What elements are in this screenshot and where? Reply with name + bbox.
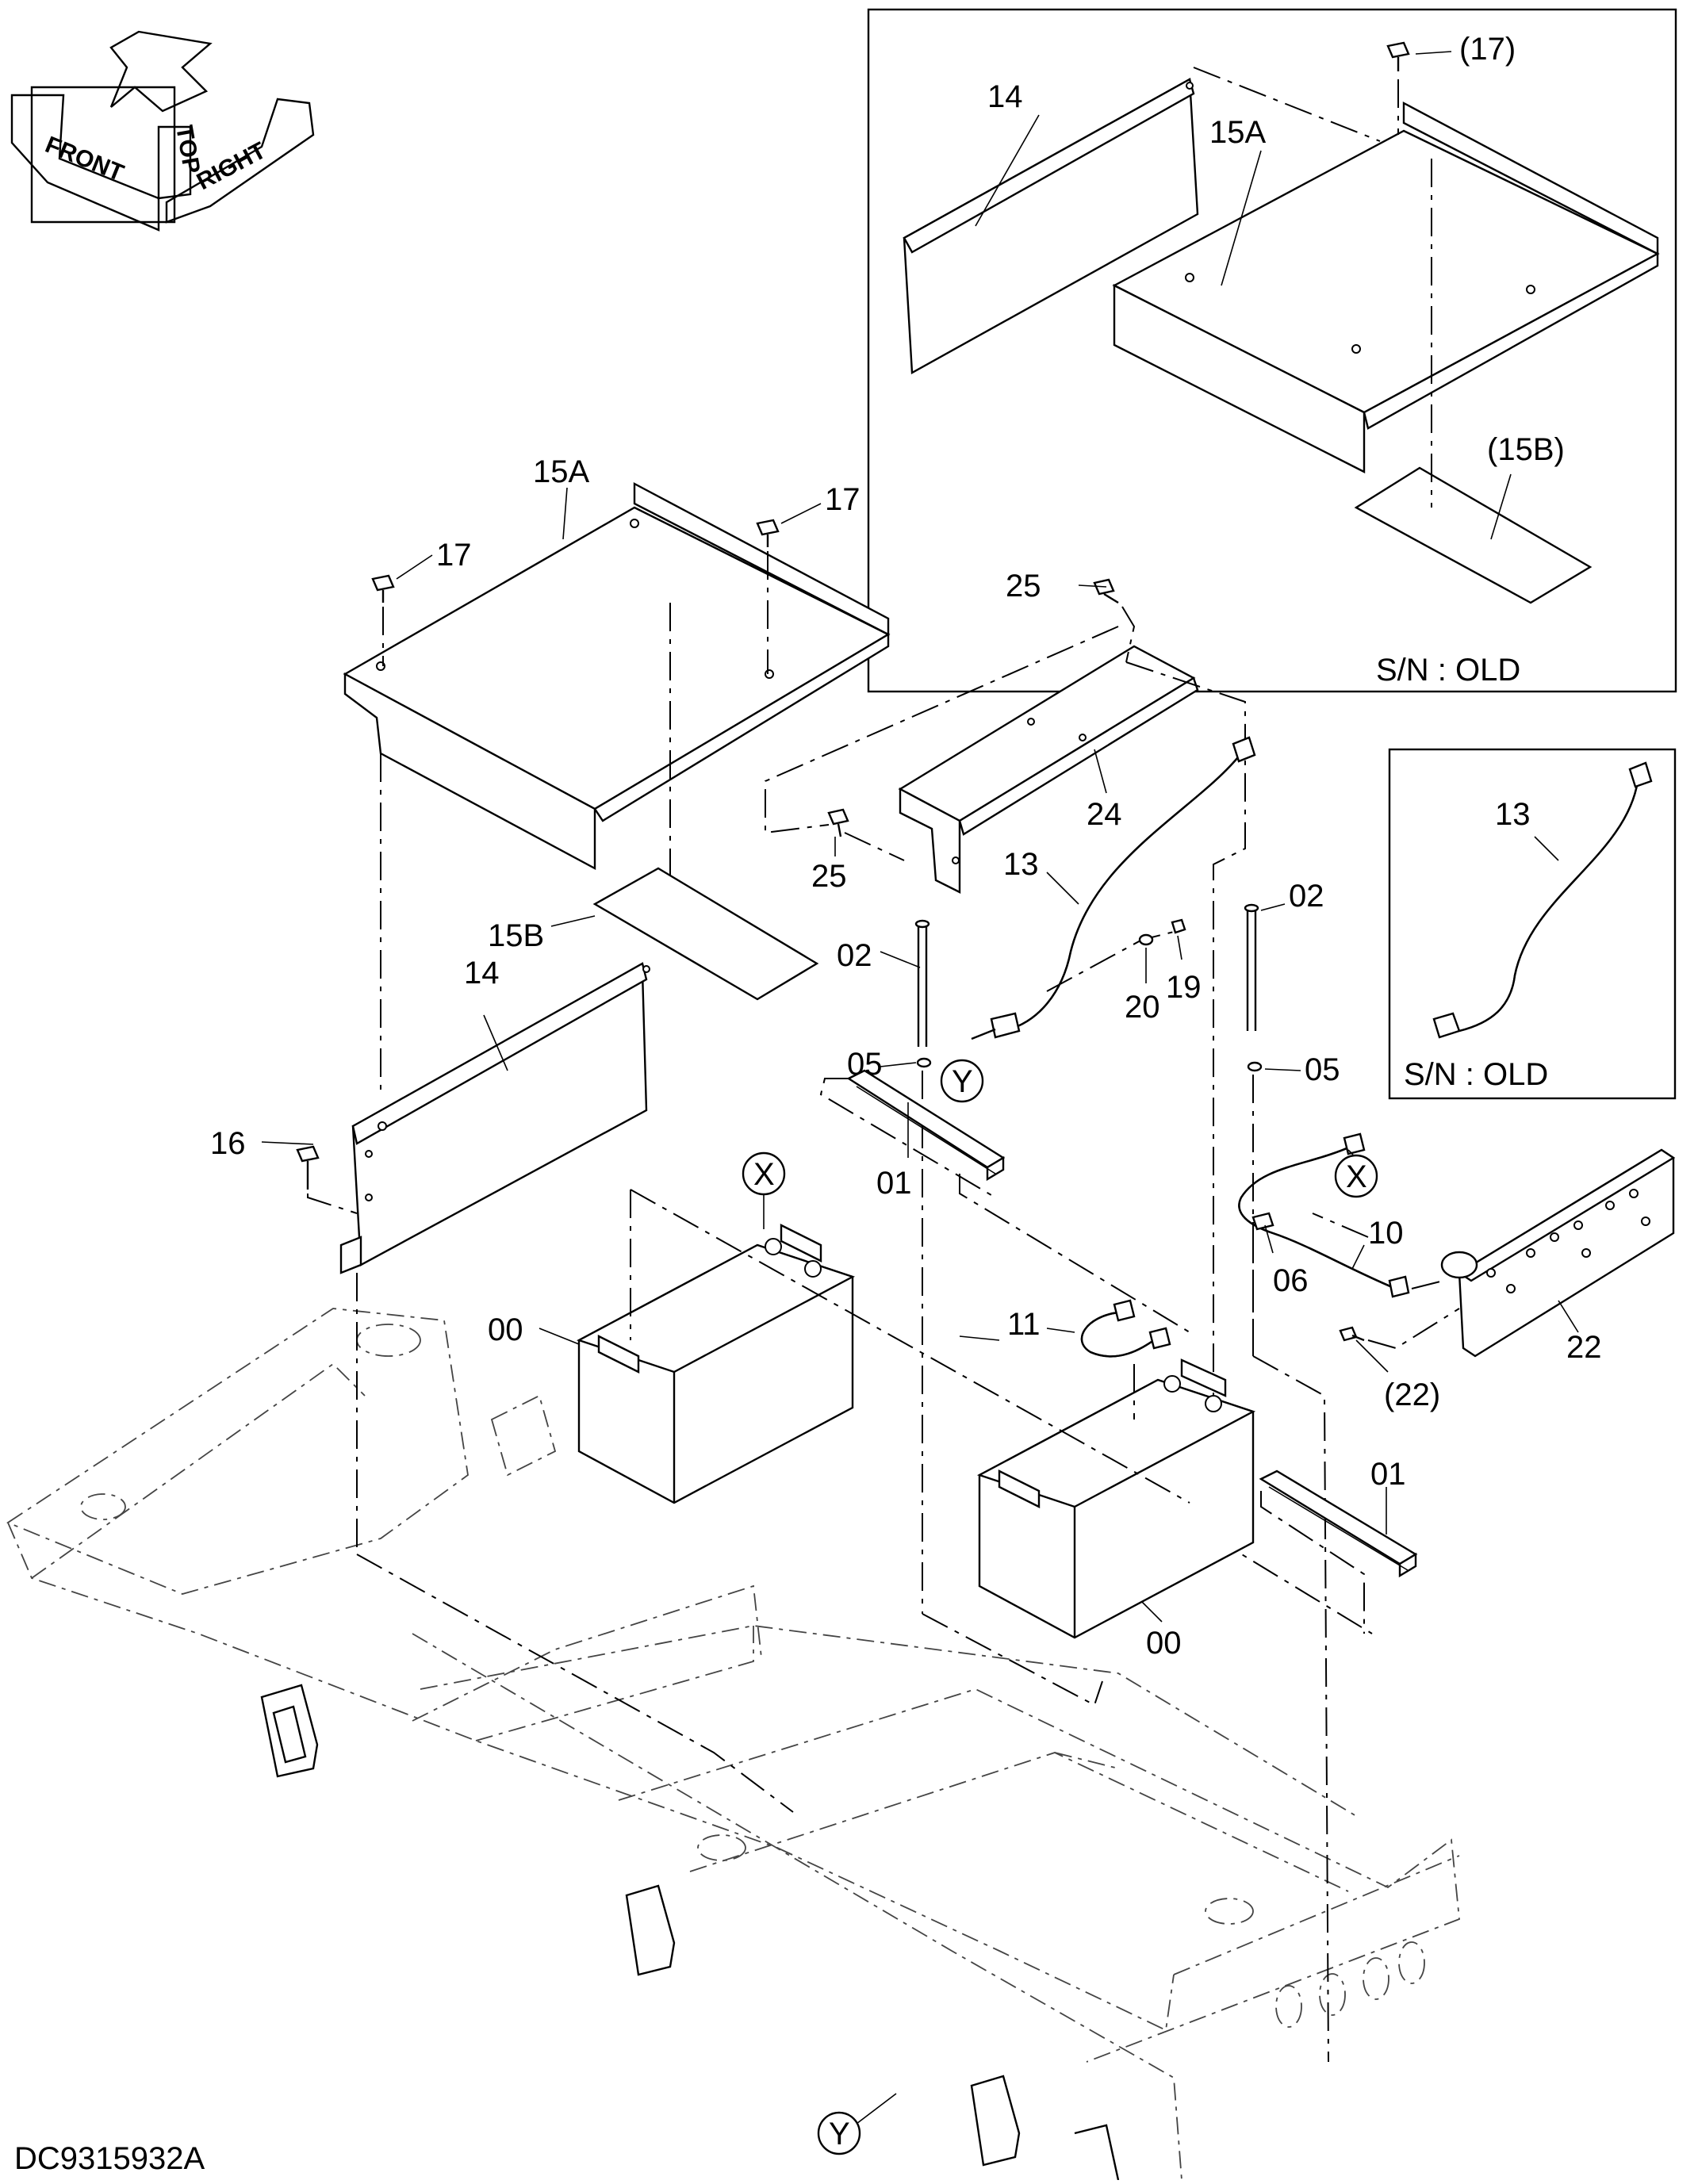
- bolt-17-left: [371, 574, 395, 603]
- callout-16: 16: [210, 1126, 246, 1161]
- callout-20: 20: [1125, 990, 1160, 1025]
- callout-02-left: 02: [837, 938, 872, 973]
- frame-mount-middle: [625, 1884, 676, 1976]
- bolt-17-right: [756, 519, 780, 547]
- drawing-code: DC9315932A: [14, 2141, 205, 2176]
- callout-17-left: 17: [436, 538, 472, 573]
- callout-15b: 15B: [488, 918, 544, 953]
- callout-15a: 15A: [533, 454, 589, 489]
- rod-02-left: [914, 919, 930, 1047]
- orientation-symbol: TOP FRONT RIGHT: [10, 30, 315, 232]
- clamp-01-left: [846, 1069, 1006, 1182]
- old-callout-15a: 15A: [1209, 115, 1266, 150]
- callout-19: 19: [1166, 970, 1202, 1005]
- old-callout-15b: (15B): [1487, 432, 1565, 467]
- leader-lines: [261, 487, 1579, 1623]
- old-cable-13: [1458, 780, 1639, 1033]
- callout-22: 22: [1566, 1330, 1602, 1365]
- jumper-cable-11: [1080, 1299, 1171, 1358]
- clamp-01-right: [1259, 1469, 1418, 1578]
- cover-15a: [343, 482, 891, 871]
- callout-00-right: 00: [1146, 1626, 1182, 1661]
- machine-frame: [6, 1308, 1460, 2181]
- frame-mount-bottom: [970, 2075, 1120, 2181]
- old-bolt-17: [1386, 41, 1410, 71]
- inset-old-cable: 13 S/N : OLD: [1388, 748, 1677, 1100]
- callout-13: 13: [1003, 847, 1039, 882]
- callout-01-left: 01: [876, 1166, 912, 1201]
- plate-14: [339, 962, 650, 1274]
- callout-25-bottom: 25: [811, 859, 847, 894]
- inset-old-cable-label: S/N : OLD: [1404, 1057, 1548, 1092]
- relay-board-22: [1440, 1148, 1676, 1358]
- nut-05-right: [1247, 1061, 1263, 1072]
- callout-22-screw: (22): [1384, 1377, 1440, 1412]
- cable-13: [971, 736, 1256, 1040]
- svg-text:X: X: [753, 1157, 775, 1192]
- cable-10: [1238, 1132, 1410, 1298]
- orientation-right-label: RIGHT: [193, 137, 270, 195]
- inset-old-covers: 14 15A (17) (15B) S/N : OLD: [867, 8, 1677, 693]
- callout-05-right: 05: [1305, 1052, 1340, 1087]
- callout-14: 14: [464, 956, 500, 990]
- ref-x-top: X: [742, 1151, 786, 1229]
- svg-text:Y: Y: [952, 1064, 973, 1099]
- callout-17-right: 17: [825, 482, 860, 517]
- battery-00-left: [576, 1224, 856, 1504]
- callout-05-left: 05: [847, 1047, 883, 1082]
- washer-20: [1138, 933, 1154, 946]
- callout-10: 10: [1368, 1216, 1404, 1251]
- old-callout-13: 13: [1495, 797, 1531, 832]
- nut-05-left: [916, 1057, 932, 1068]
- frame-mount-left: [260, 1684, 319, 1778]
- callout-01-right: 01: [1370, 1457, 1406, 1492]
- terminal-06: [1251, 1212, 1274, 1231]
- rod-02-right: [1244, 903, 1259, 1031]
- callout-06: 06: [1273, 1263, 1309, 1298]
- bolt-25-bottom: [827, 808, 849, 837]
- bolt-25-top: [1093, 578, 1119, 604]
- callout-02-right: 02: [1289, 879, 1324, 914]
- screw-22: [1339, 1326, 1365, 1342]
- callout-00-left: 00: [488, 1312, 523, 1347]
- svg-text:X: X: [1346, 1159, 1367, 1194]
- bolt-16: [296, 1145, 320, 1190]
- ref-x-right: X: [1334, 1149, 1378, 1198]
- svg-text:Y: Y: [829, 2117, 850, 2151]
- old-callout-14: 14: [987, 79, 1023, 114]
- nut-19: [1171, 918, 1186, 934]
- callout-24: 24: [1087, 797, 1122, 832]
- bracket-24: [898, 645, 1199, 894]
- battery-00-right: [976, 1358, 1256, 1639]
- inset-old-covers-label: S/N : OLD: [1376, 653, 1520, 688]
- old-callout-17: (17): [1459, 32, 1516, 67]
- callout-11: 11: [1007, 1307, 1041, 1342]
- callout-25-top: 25: [1006, 569, 1041, 603]
- old-sheet-15b: [1354, 466, 1593, 604]
- sheet-15b: [592, 867, 819, 1001]
- ref-y-top: Y: [940, 1059, 984, 1103]
- ref-y-bottom: Y: [817, 2093, 897, 2155]
